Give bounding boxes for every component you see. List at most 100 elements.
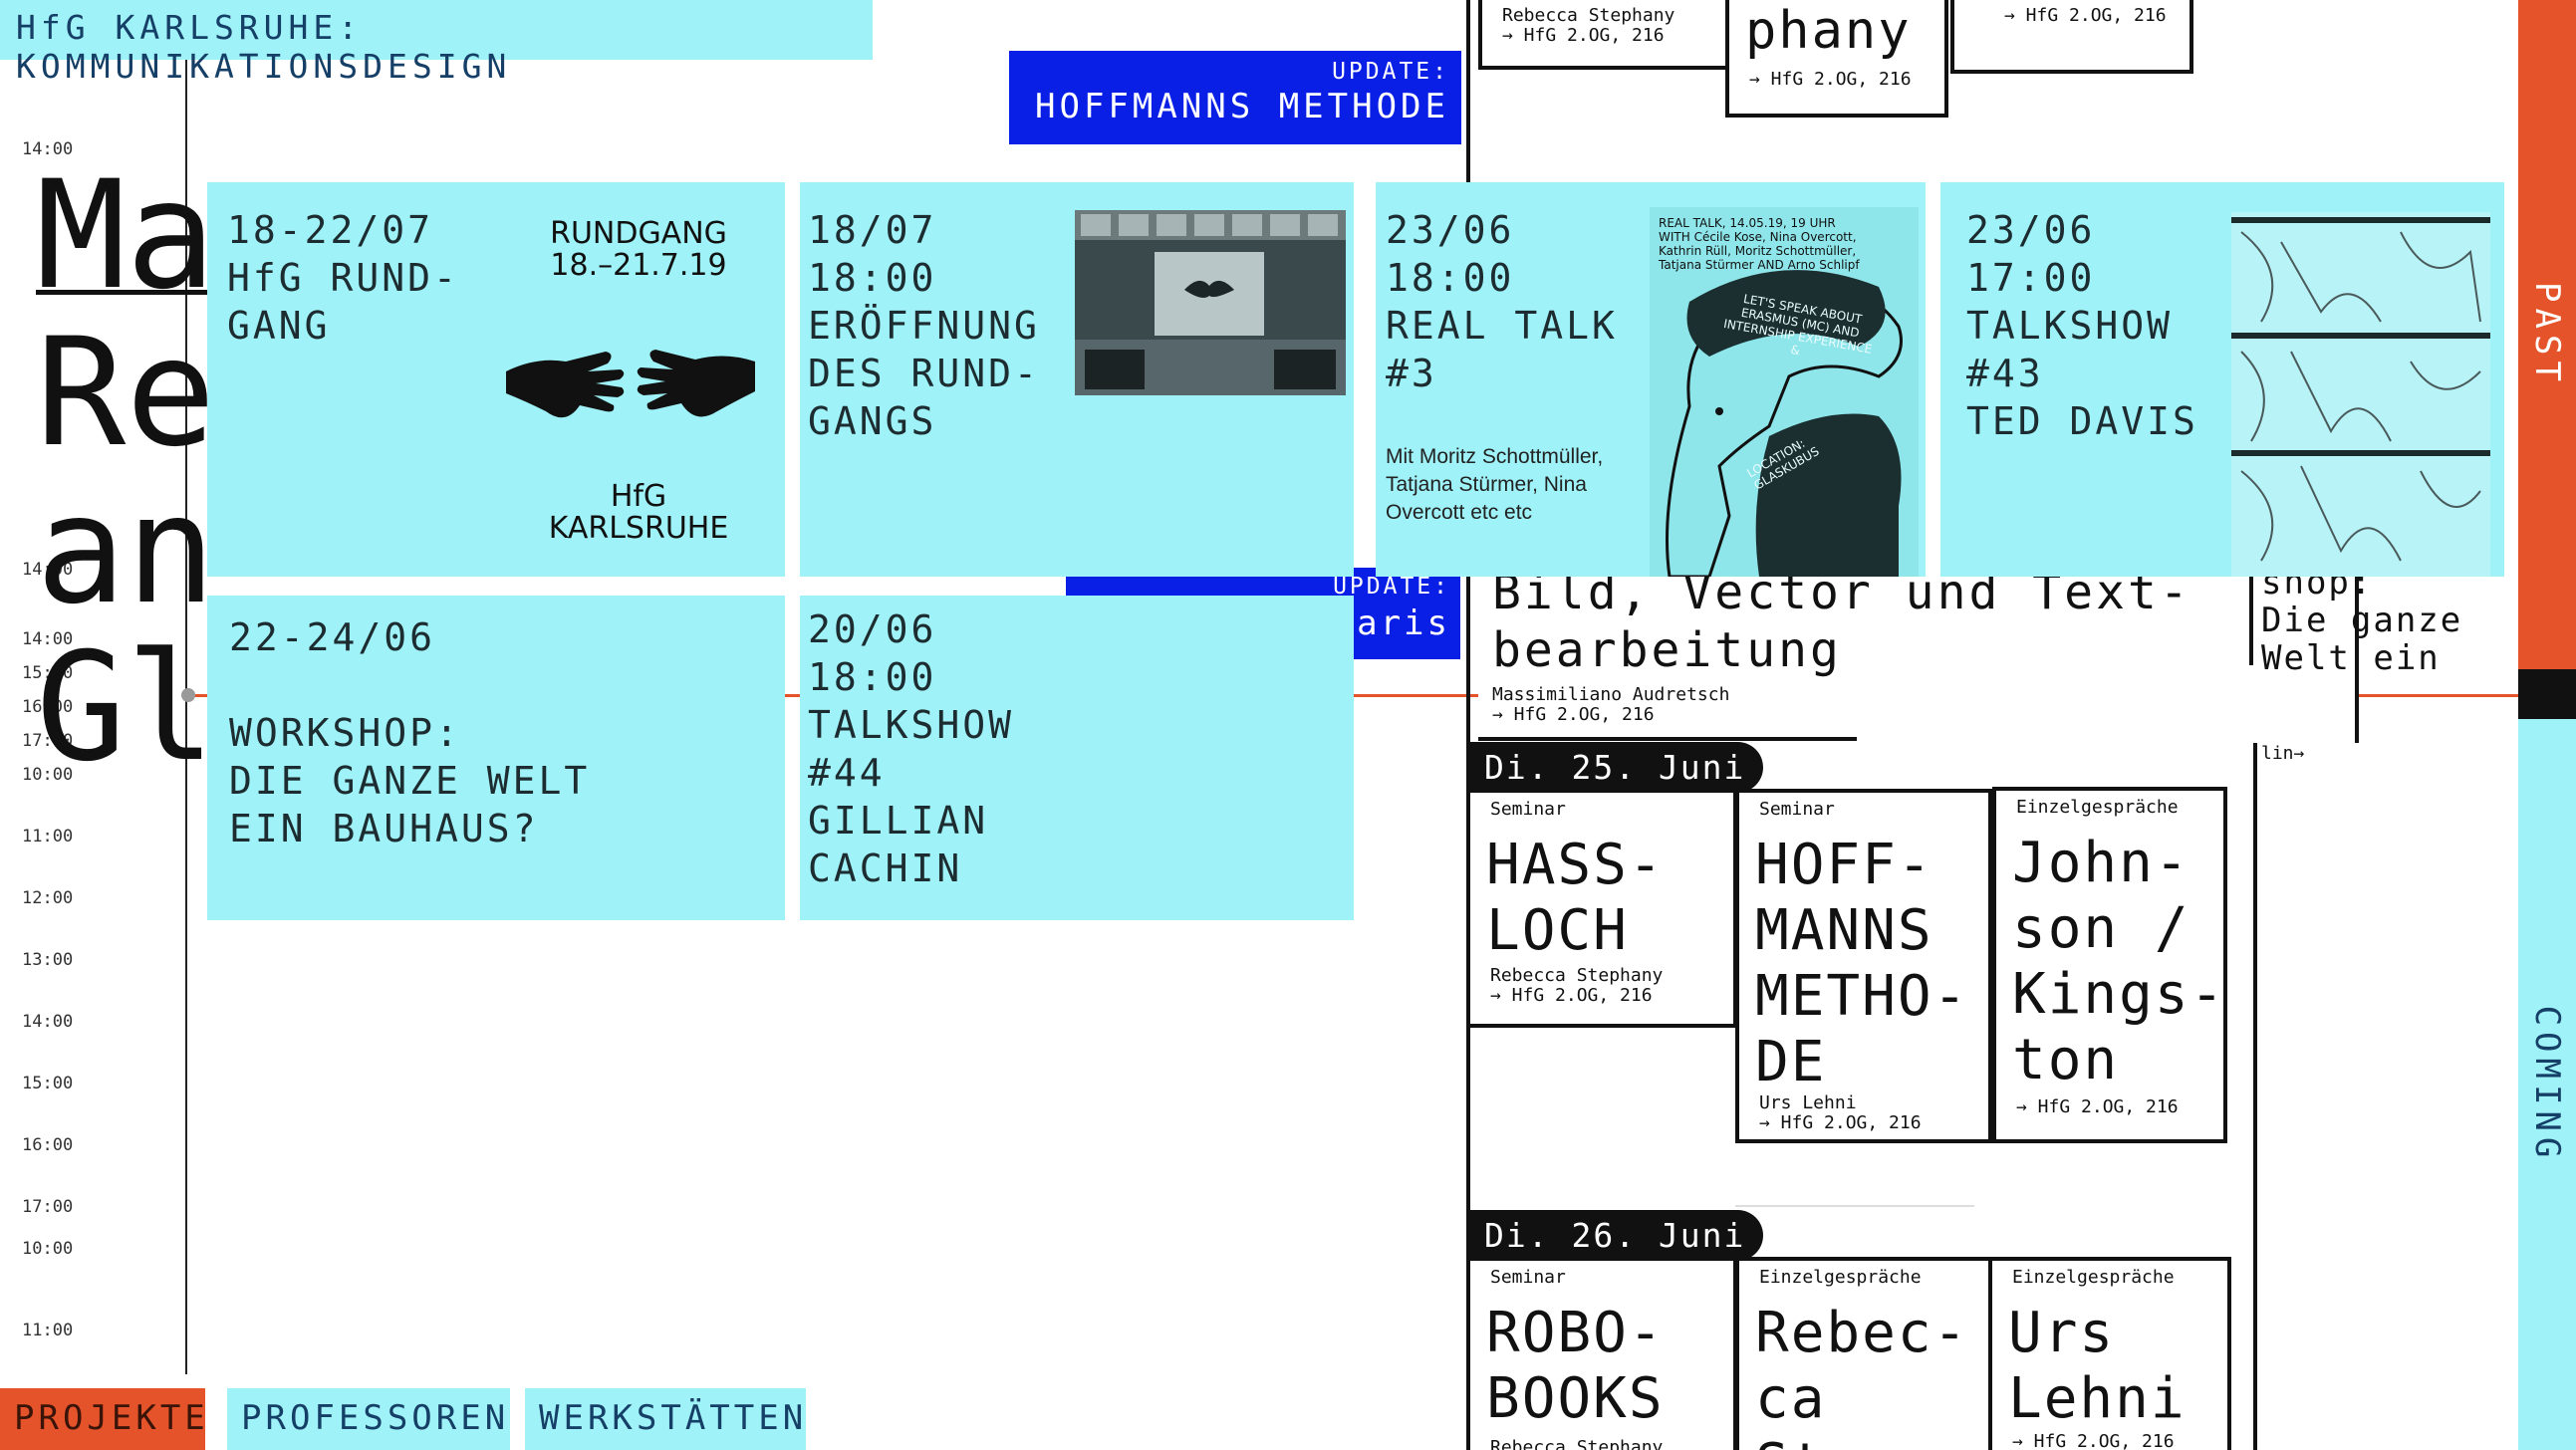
schedule-event[interactable]: Einzelgespräche Urs Lehni → HfG 2.OG, 21… xyxy=(1988,1257,2231,1450)
update-value: HOFFMANNS METHODE xyxy=(1035,87,1449,126)
event-title-fragment[interactable]: shop: Die ganze Welt ein xyxy=(2261,563,2463,678)
event-card-text: 23/06 18:00 REAL TALK #3 xyxy=(1386,208,1618,395)
time-tick: 14:00 xyxy=(22,560,74,580)
event-card-talkshow-44[interactable]: 20/06 18:00 TALKSHOW #44 GILLIAN CACHIN xyxy=(800,596,1354,920)
schedule-event[interactable]: Seminar ROBO- BOOKS Rebecca Stephany xyxy=(1466,1257,1737,1450)
event-card-eroeffnung[interactable]: 18/07 18:00 ERÖFFNUNG DES RUND- GANGS xyxy=(800,182,1354,577)
time-tick: 11:00 xyxy=(22,827,74,846)
schedule-event[interactable]: Seminar HOFF- MANNS METHO- DE Urs Lehni … xyxy=(1735,789,1992,1143)
time-tick: 14:00 xyxy=(22,1012,74,1032)
past-label: PAST xyxy=(2527,282,2567,387)
day-label: Di. 25. Juni xyxy=(1466,742,1764,793)
event-title: HOFF- MANNS METHO- DE xyxy=(1755,833,1969,1094)
now-marker xyxy=(2518,669,2576,719)
time-tick: 14:00 xyxy=(22,139,74,159)
hands-icon xyxy=(506,350,755,418)
event-person: Rebecca Stephany xyxy=(1502,5,1675,26)
time-tick: 16:00 xyxy=(22,1135,74,1155)
schedule-event-fragment[interactable]: phany → HfG 2.OG, 216 xyxy=(1725,0,1948,118)
divider xyxy=(1478,737,1857,741)
coming-tab[interactable]: COMING xyxy=(2518,719,2576,1450)
event-card-text: 18/07 18:00 ERÖFFNUNG DES RUND- GANGS xyxy=(808,208,1040,443)
time-tick: 11:00 xyxy=(22,1321,74,1340)
event-category: Einzelgespräche xyxy=(2012,1267,2175,1288)
event-category: Seminar xyxy=(1490,1267,1566,1288)
event-room: → HfG 2.OG, 216 xyxy=(1492,704,1655,725)
event-room: → HfG 2.OG, 216 xyxy=(1490,985,1653,1006)
event-room: → HfG 2.OG, 216 xyxy=(1759,1112,1922,1133)
event-category: Einzelgespräche xyxy=(2016,797,2179,818)
time-tick: 12:00 xyxy=(22,888,74,908)
event-person: Rebecca Stephany xyxy=(1490,965,1664,986)
current-time-dot xyxy=(181,688,195,702)
event-category: Seminar xyxy=(1759,799,1835,820)
time-tick: 17:00 xyxy=(22,731,74,751)
event-title: HASS- LOCH xyxy=(1486,833,1665,963)
schedule-divider xyxy=(1466,0,1470,1450)
building-photo xyxy=(1075,210,1346,395)
schedule-event[interactable]: Seminar HASS- LOCH Rebecca Stephany → Hf… xyxy=(1466,789,1737,1028)
divider xyxy=(2249,518,2253,665)
event-card-rundgang[interactable]: 18-22/07 HfG RUND- GANG RUNDGANG 18.–21.… xyxy=(207,182,785,577)
time-tick: 15:00 xyxy=(22,663,74,683)
poster-text: HfG KARLSRUHE xyxy=(548,479,729,546)
time-axis: 14:00 14:00 14:00 15:00 16:00 17:00 10:0… xyxy=(0,60,187,1382)
event-card-text: 20/06 18:00 TALKSHOW #44 GILLIAN CACHIN xyxy=(808,607,1015,890)
event-person: Rebecca Stephany xyxy=(1490,1437,1664,1450)
time-axis-line xyxy=(185,60,187,1374)
divider xyxy=(1735,1205,1974,1207)
day-label: Di. 26. Juni xyxy=(1466,1210,1764,1261)
time-tick: 10:00 xyxy=(22,765,74,785)
coming-label: COMING xyxy=(2527,1005,2567,1164)
poster-text: REAL TALK, 14.05.19, 19 UHR WITH Cécile … xyxy=(1659,216,1860,272)
event-category: Seminar xyxy=(1490,799,1566,820)
event-card-workshop[interactable]: 22-24/06 WORKSHOP: DIE GANZE WELT EIN BA… xyxy=(207,596,785,920)
event-person: Massimiliano Audretsch xyxy=(1492,684,1730,705)
event-room: → HfG 2.OG, 216 xyxy=(2012,1431,2175,1450)
event-room: → HfG 2.OG, 216 xyxy=(1502,25,1665,46)
schedule-event-fragment[interactable]: Rebecca Stephany → HfG 2.OG, 216 xyxy=(1478,0,1729,70)
event-card-text: 23/06 17:00 TALKSHOW #43 TED DAVIS xyxy=(1966,208,2198,443)
event-room: → HfG 2.OG, 216 xyxy=(1749,69,1912,90)
headline-fragment: Gl xyxy=(36,621,216,795)
real-talk-poster xyxy=(1650,207,1919,577)
event-card-note: Mit Moritz Schottmüller, Tatjana Stürmer… xyxy=(1386,445,1604,524)
event-person: Urs Lehni xyxy=(1759,1092,1857,1113)
event-title: John- son / Kings- ton xyxy=(2012,831,2226,1092)
event-title: ROBO- BOOKS xyxy=(1486,1301,1665,1431)
update-banner-top[interactable]: UPDATE: HOFFMANNS METHODE xyxy=(1009,51,1461,144)
update-label: UPDATE: xyxy=(1332,59,1449,85)
event-card-text: 22-24/06 WORKSHOP: DIE GANZE WELT EIN BA… xyxy=(229,615,591,850)
nav-professoren[interactable]: PROFESSOREN xyxy=(227,1388,510,1450)
headline-fragment: Re xyxy=(36,307,216,480)
schedule-event-fragment[interactable]: → HfG 2.OG, 216 xyxy=(1950,0,2193,74)
time-tick: 14:00 xyxy=(22,629,74,649)
update-label: UPDATE: xyxy=(1333,574,1450,600)
time-tick: 15:00 xyxy=(22,1074,74,1093)
event-title: phany xyxy=(1745,1,1912,61)
headline-fragment: an xyxy=(36,464,216,637)
time-tick: 13:00 xyxy=(22,950,74,970)
event-title: Rebec- ca Ste- xyxy=(1755,1301,1969,1450)
event-card-talkshow-43[interactable]: 23/06 17:00 TALKSHOW #43 TED DAVIS xyxy=(1940,182,2504,577)
divider xyxy=(2253,743,2257,1450)
nav-projekte[interactable]: PROJEKTE xyxy=(0,1388,205,1450)
schedule-event[interactable]: Einzelgespräche John- son / Kings- ton →… xyxy=(1992,787,2227,1143)
event-category: Einzelgespräche xyxy=(1759,1267,1922,1288)
time-tick: 17:00 xyxy=(22,1197,74,1217)
past-tab[interactable]: PAST xyxy=(2518,0,2576,669)
poster-text: RUNDGANG 18.–21.7.19 xyxy=(550,216,727,283)
headline-fragment[interactable]: Ma xyxy=(36,149,216,323)
event-room: → HfG 2.OG, 216 xyxy=(2016,1096,2179,1117)
nav-werkstaetten[interactable]: WERKSTÄTTEN xyxy=(525,1388,806,1450)
event-title: Urs Lehni xyxy=(2008,1301,2187,1431)
event-title: Bild, Vector und Text- bearbeitung xyxy=(1492,565,2191,678)
site-title[interactable]: HfG KARLSRUHE: KOMMUNIKATIONSDESIGN xyxy=(0,0,873,86)
schedule-event[interactable]: Einzelgespräche Rebec- ca Ste- xyxy=(1735,1257,1992,1450)
event-card-real-talk[interactable]: 23/06 18:00 REAL TALK #3 Mit Moritz Scho… xyxy=(1376,182,1926,577)
sketch-poster xyxy=(2231,212,2490,577)
time-tick: 10:00 xyxy=(22,1239,74,1259)
event-card-text: 18-22/07 HfG RUND- GANG xyxy=(227,208,459,348)
event-fragment[interactable]: lin→ xyxy=(2261,743,2305,764)
time-tick: 16:00 xyxy=(22,697,74,717)
